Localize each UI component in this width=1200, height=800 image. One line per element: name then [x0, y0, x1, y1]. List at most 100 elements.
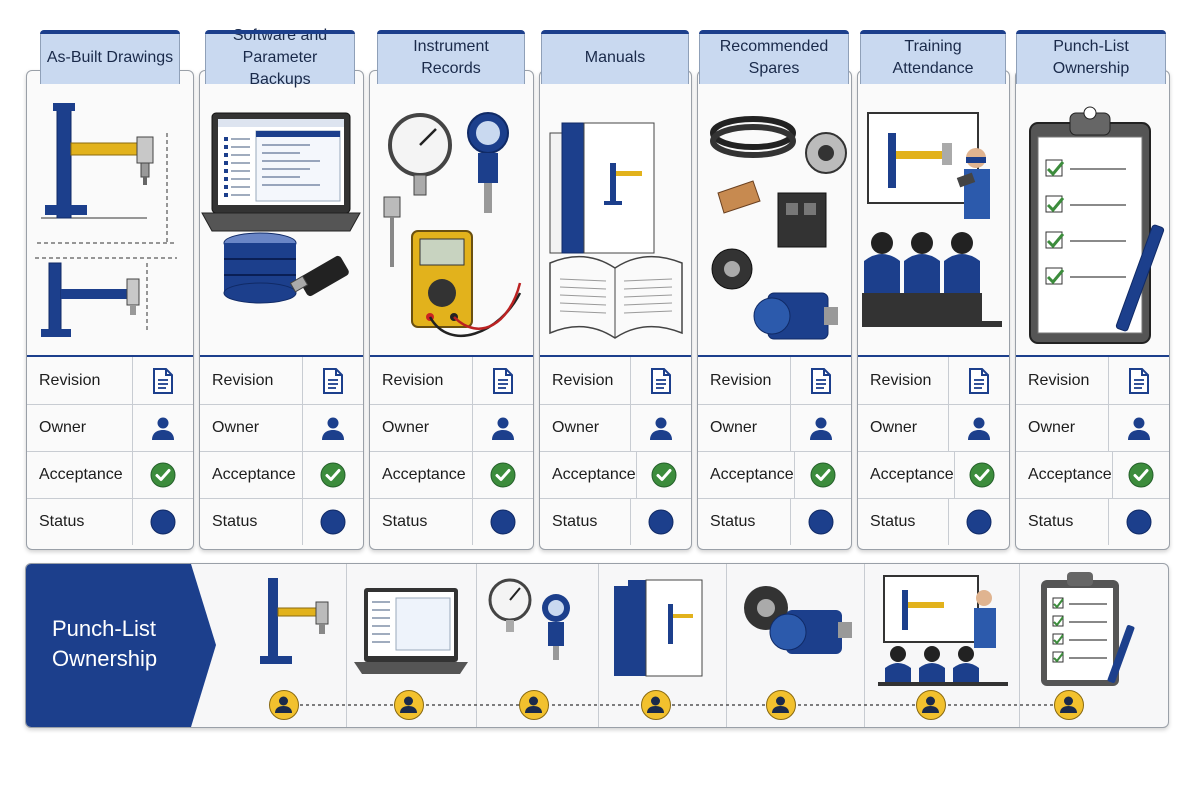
- row-revision: Revision: [370, 357, 533, 405]
- row-label: Owner: [1028, 418, 1076, 436]
- row-label: Revision: [382, 371, 444, 389]
- banner-item-punch: [1019, 564, 1168, 727]
- row-acceptance: Acceptance: [200, 451, 363, 499]
- row-owner: Owner: [27, 404, 193, 452]
- tab-title: As-Built Drawings: [46, 48, 174, 66]
- document-icon: [132, 357, 193, 404]
- row-label: Revision: [39, 371, 101, 389]
- owner-avatar-icon[interactable]: [1054, 690, 1084, 720]
- row-status: Status: [698, 498, 851, 545]
- banner-divider: [346, 564, 347, 727]
- tab-manuals[interactable]: Manuals: [541, 30, 689, 84]
- owner-avatar-icon[interactable]: [766, 690, 796, 720]
- row-label: Status: [39, 512, 85, 530]
- person-icon: [948, 404, 1009, 451]
- person-icon: [302, 404, 363, 451]
- row-status: Status: [1016, 498, 1169, 545]
- owner-avatar-icon[interactable]: [916, 690, 946, 720]
- banner-arrow-label: Punch-List Ownership: [26, 564, 216, 727]
- row-label: Owner: [710, 418, 758, 436]
- row-acceptance: Acceptance: [1016, 451, 1169, 499]
- row-label: Status: [212, 512, 258, 530]
- row-label: Revision: [212, 371, 274, 389]
- status-dot-icon: [1108, 498, 1169, 545]
- tab-software[interactable]: Software and Parameter Backups: [205, 27, 355, 88]
- status-dot-icon: [790, 498, 851, 545]
- check-circle-icon: [1111, 451, 1169, 498]
- tab-as-built[interactable]: As-Built Drawings: [40, 30, 180, 84]
- document-icon: [302, 357, 363, 404]
- owner-avatar-icon[interactable]: [269, 690, 299, 720]
- spares-illustration: [698, 93, 851, 355]
- tab-title: Manuals: [584, 48, 646, 66]
- row-status: Status: [200, 498, 363, 545]
- row-status: Status: [27, 498, 193, 545]
- row-label: Revision: [710, 371, 772, 389]
- banner-divider: [598, 564, 599, 727]
- row-revision: Revision: [1016, 357, 1169, 405]
- tab-punch[interactable]: Punch-List Ownership: [1016, 30, 1166, 84]
- row-acceptance: Acceptance: [370, 451, 533, 499]
- row-label: Revision: [552, 371, 614, 389]
- owner-avatar-icon[interactable]: [519, 690, 549, 720]
- document-icon: [472, 357, 533, 404]
- row-label: Status: [552, 512, 598, 530]
- check-circle-icon: [302, 451, 363, 498]
- row-revision: Revision: [200, 357, 363, 405]
- row-owner: Owner: [858, 404, 1009, 452]
- banner-item-instrument: [476, 564, 598, 727]
- banner-divider: [864, 564, 865, 727]
- tab-instrument[interactable]: Instrument Records: [377, 30, 525, 84]
- manuals-illustration: [540, 93, 691, 355]
- status-dot-icon: [302, 498, 363, 545]
- tab-title: Recommended Spares: [719, 37, 829, 77]
- row-label: Status: [382, 512, 428, 530]
- check-circle-icon: [635, 451, 691, 498]
- row-label: Acceptance: [552, 465, 636, 483]
- document-icon: [790, 357, 851, 404]
- status-dot-icon: [630, 498, 691, 545]
- row-label: Owner: [212, 418, 260, 436]
- check-circle-icon: [793, 451, 851, 498]
- row-owner: Owner: [540, 404, 691, 452]
- owner-avatar-icon[interactable]: [641, 690, 671, 720]
- row-label: Acceptance: [870, 465, 954, 483]
- tab-training[interactable]: Training Attendance: [860, 30, 1006, 84]
- row-owner: Owner: [370, 404, 533, 452]
- row-label: Owner: [39, 418, 87, 436]
- row-status: Status: [858, 498, 1009, 545]
- banner-item-training: [864, 564, 1019, 727]
- banner-divider: [476, 564, 477, 727]
- owner-timeline: [276, 704, 1076, 706]
- row-label: Owner: [552, 418, 600, 436]
- document-icon: [1108, 357, 1169, 404]
- row-label: Status: [1028, 512, 1074, 530]
- tab-spares[interactable]: Recommended Spares: [699, 30, 849, 84]
- punch-list-banner: Punch-List Ownership: [25, 563, 1169, 728]
- person-icon: [132, 404, 193, 451]
- software-illustration: [200, 93, 363, 355]
- row-label: Acceptance: [39, 465, 123, 483]
- as-built-illustration: [27, 93, 193, 355]
- person-icon: [630, 404, 691, 451]
- status-dot-icon: [132, 498, 193, 545]
- row-acceptance: Acceptance: [858, 451, 1009, 499]
- person-icon: [790, 404, 851, 451]
- owner-avatar-icon[interactable]: [394, 690, 424, 720]
- person-icon: [472, 404, 533, 451]
- banner-item-manuals: [598, 564, 726, 727]
- document-icon: [948, 357, 1009, 404]
- row-label: Acceptance: [212, 465, 296, 483]
- tab-title: Punch-List Ownership: [1052, 37, 1130, 77]
- row-label: Revision: [1028, 371, 1090, 389]
- tab-title: Training Attendance: [892, 37, 974, 77]
